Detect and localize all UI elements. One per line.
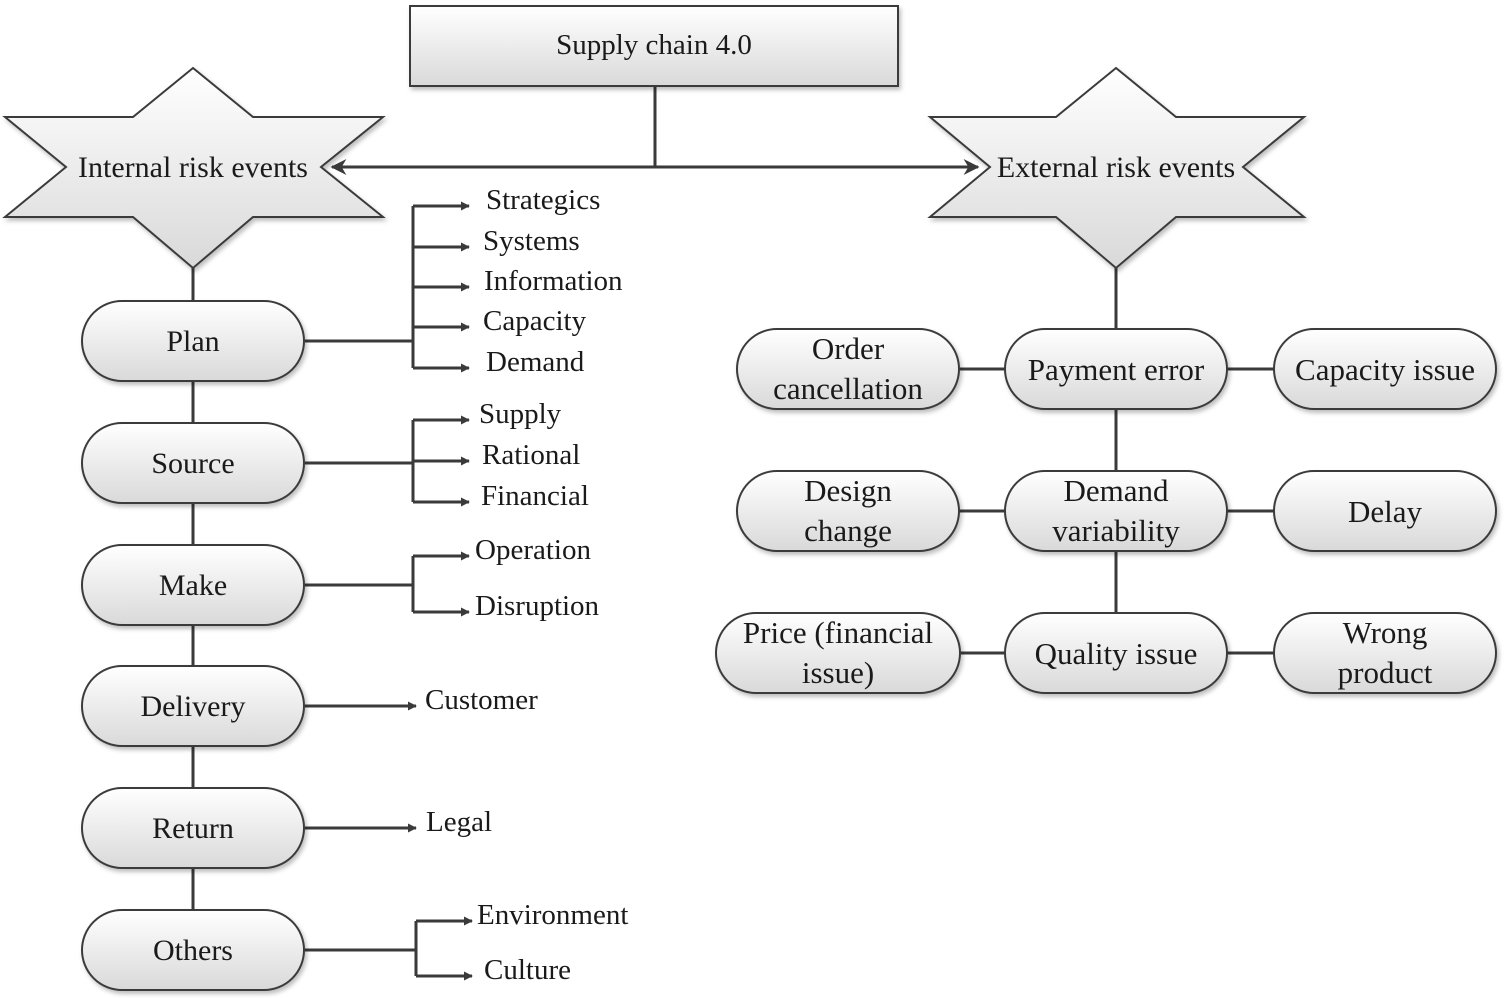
stage-pill	[81, 544, 305, 626]
external-pill-left	[736, 328, 960, 410]
external-pill-left	[715, 612, 961, 694]
external-risk-label: Demand	[1063, 473, 1169, 508]
stage-label: Delivery	[141, 690, 246, 723]
stage-label: Source	[151, 447, 234, 480]
stage-pill	[81, 665, 305, 747]
external-pill-center	[1004, 470, 1228, 552]
external-pill-right	[1273, 612, 1497, 694]
stage-branch	[305, 551, 470, 617]
external-risk-label: issue)	[802, 655, 874, 690]
external-risk-label: External risk events	[997, 151, 1235, 184]
external-row: Order cancellation Payment error Capacity i…	[736, 328, 1497, 410]
external-risk-star: External risk events	[927, 66, 1307, 270]
external-risk-grid: Order cancellation Payment error Capacity i…	[715, 328, 1497, 694]
stage-return: Return Legal	[81, 787, 492, 869]
stage-pill	[81, 300, 305, 382]
external-row: Design change Demand variability Delay	[736, 470, 1497, 552]
external-risk-label: Payment error	[1028, 352, 1205, 387]
risk-item: Culture	[484, 954, 571, 986]
risk-item: Demand	[486, 346, 585, 378]
stage-label: Make	[159, 569, 227, 602]
stage-pill	[81, 422, 305, 504]
title-text: Supply chain 4.0	[556, 29, 752, 61]
external-pill-center	[1004, 612, 1228, 694]
risk-item: Financial	[481, 480, 589, 512]
internal-risk-star: Internal risk events	[2, 66, 386, 270]
risk-item: Supply	[479, 398, 562, 430]
external-risk-label: Quality issue	[1035, 636, 1198, 671]
internal-risk-label: Internal risk events	[78, 151, 308, 184]
external-risk-label: Order	[812, 331, 885, 366]
internal-stages: Plan StrategicsSystemsInformationCapacity…	[81, 184, 628, 991]
external-row: Price (financial issue) Quality issue Wrong…	[715, 612, 1497, 694]
external-risk-label: Price (financial	[743, 615, 933, 650]
risk-item: Disruption	[475, 590, 600, 622]
risk-item: Information	[484, 265, 623, 297]
external-risk-label: Wrong	[1343, 615, 1428, 650]
external-risk-label: Delay	[1348, 494, 1423, 529]
stage-branch	[305, 916, 473, 981]
risk-item: Systems	[483, 225, 580, 257]
stage-branch	[305, 415, 470, 507]
external-pill-center	[1004, 328, 1228, 410]
external-risk-label: Capacity issue	[1295, 352, 1475, 387]
external-pill-right	[1273, 470, 1497, 552]
risk-item: Customer	[425, 684, 538, 716]
external-pill-left	[736, 470, 960, 552]
title-box: Supply chain 4.0	[409, 5, 899, 87]
stage-label: Plan	[166, 325, 219, 358]
risk-item: Rational	[482, 439, 580, 471]
risk-item: Legal	[426, 806, 492, 838]
stage-pill	[81, 787, 305, 869]
external-risk-label: product	[1338, 655, 1433, 690]
stage-plan: Plan StrategicsSystemsInformationCapacity…	[81, 184, 623, 382]
risk-item: Operation	[475, 534, 591, 566]
external-pill-right	[1273, 328, 1497, 410]
stage-branch	[305, 201, 470, 373]
risk-item: Capacity	[483, 305, 587, 337]
external-risk-label: change	[804, 513, 892, 548]
risk-item: Environment	[477, 899, 628, 931]
external-risk-label: Design	[804, 473, 892, 508]
external-risk-label: cancellation	[773, 371, 923, 406]
stage-label: Others	[153, 934, 233, 967]
stage-delivery: Delivery Customer	[81, 665, 538, 747]
stage-label: Return	[152, 812, 234, 845]
stage-pill	[81, 909, 305, 991]
external-risk-label: variability	[1052, 513, 1180, 548]
risk-item: Strategics	[486, 184, 600, 216]
